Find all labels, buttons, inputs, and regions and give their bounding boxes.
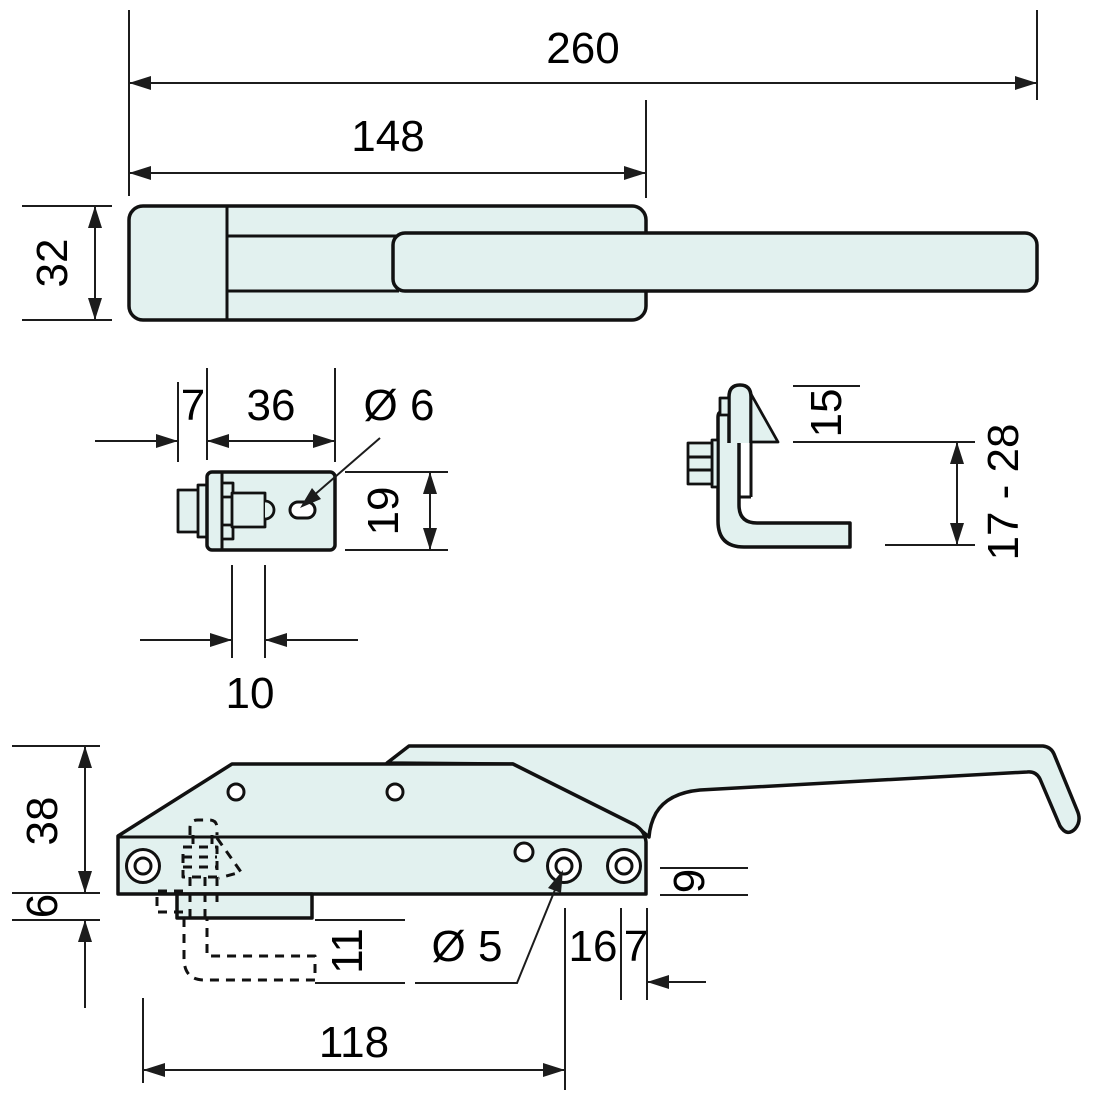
keeper-bolt — [230, 491, 267, 529]
latch-body-side — [116, 762, 648, 896]
bolt-head-lines — [688, 455, 712, 472]
leader-line — [304, 437, 381, 504]
keeper-tab-top — [220, 481, 235, 499]
arrowhead — [207, 434, 229, 448]
small-hole — [385, 782, 405, 802]
top-view: 260 148 32 — [22, 10, 1039, 322]
dim-dia5-label: Ø 5 — [432, 922, 503, 971]
arrowhead — [624, 166, 646, 180]
arrowhead — [548, 870, 563, 893]
latch-handle-bar-top — [391, 231, 1039, 293]
handle-lever-side — [385, 744, 1081, 839]
dim-32-label: 32 — [28, 239, 77, 288]
keeper-plate-side — [175, 892, 314, 920]
hidden-bolt-lines — [183, 855, 217, 869]
arrowhead — [129, 76, 151, 90]
rivet-inner — [554, 856, 574, 876]
arrowhead — [78, 746, 92, 768]
keeper-slot-hole — [288, 500, 317, 520]
arrowhead — [647, 975, 669, 989]
arrowhead — [78, 871, 92, 893]
hidden-housing-sides — [188, 877, 219, 918]
arrowhead — [129, 166, 151, 180]
rivet-inner — [133, 856, 153, 876]
arrowhead — [423, 528, 437, 550]
hidden-knob-sides — [191, 835, 214, 847]
arrowhead — [950, 442, 964, 464]
striker-gusset — [749, 392, 780, 444]
dim-dia6-label: Ø 6 — [364, 381, 435, 430]
bolt-head — [686, 441, 714, 486]
dim-16-label: 16 — [569, 922, 618, 971]
dim-15-label: 15 — [802, 389, 851, 438]
arrowhead — [423, 472, 437, 494]
small-hole — [226, 782, 246, 802]
arrowhead — [88, 206, 102, 228]
hidden-gusset — [215, 837, 243, 880]
arrowhead — [950, 523, 964, 545]
dim-38-label: 38 — [18, 797, 67, 846]
hidden-bracket-arm — [182, 918, 317, 982]
small-hole — [513, 841, 535, 863]
dim-148-label: 148 — [351, 112, 424, 161]
dim-260-label: 260 — [546, 24, 619, 73]
arrowhead — [265, 633, 287, 647]
arrowhead — [1015, 76, 1037, 90]
dim-118-label: 118 — [319, 1018, 389, 1067]
side-view: 38 6 9 11 Ø 5 16 7 118 — [12, 744, 1081, 1090]
keeper-tab-bottom — [220, 523, 235, 541]
dim-11-label: 11 — [323, 928, 372, 974]
hidden-boss — [155, 889, 183, 914]
arrowhead — [156, 434, 178, 448]
bracket-view: 15 17 - 28 — [686, 383, 1028, 561]
arrowhead — [313, 434, 335, 448]
arrowhead — [543, 1063, 565, 1077]
dim-7-label: 7 — [181, 381, 205, 430]
arrowhead — [300, 488, 321, 508]
arrowhead — [88, 298, 102, 320]
striker-tab — [718, 396, 731, 417]
rivet-inner — [614, 856, 634, 876]
arrowhead — [78, 920, 92, 942]
arrowhead — [143, 1063, 165, 1077]
striker-knob — [727, 383, 753, 443]
keeper-view: 7 36 Ø 6 19 10 — [95, 368, 448, 718]
dim-36-label: 36 — [247, 381, 296, 430]
arrowhead — [210, 633, 232, 647]
dim-10-label: 10 — [226, 669, 275, 718]
keeper-bolt-nose — [264, 499, 276, 521]
dim-17-28-label: 17 - 28 — [979, 424, 1028, 561]
leader-line — [415, 879, 560, 984]
dim-7-edge-label: 7 — [624, 922, 648, 971]
dim-6-label: 6 — [18, 894, 67, 918]
dim-19-label: 19 — [359, 487, 408, 536]
dim-9-label: 9 — [665, 869, 714, 893]
hidden-striker-knob — [188, 818, 219, 835]
